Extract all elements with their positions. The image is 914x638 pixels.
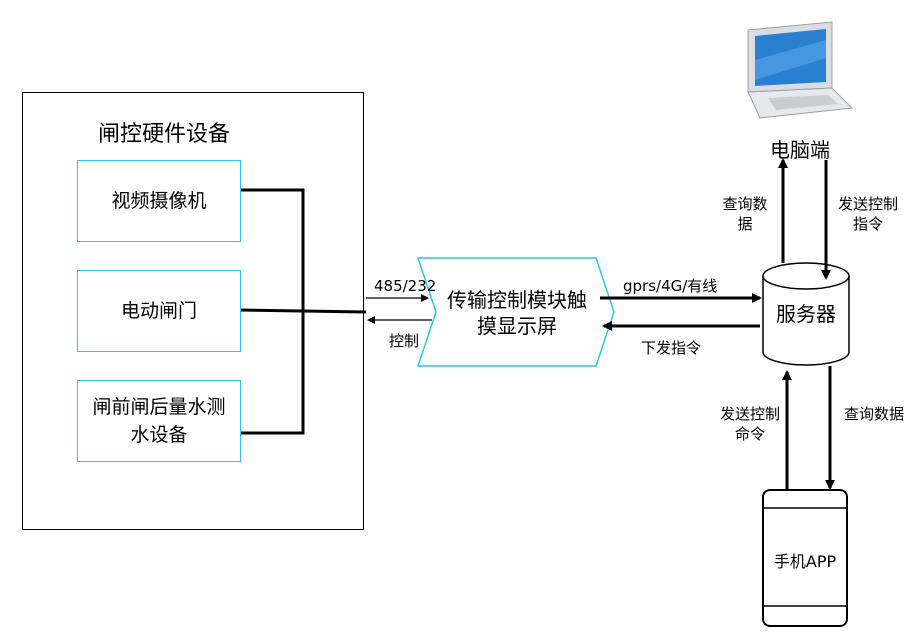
device-label: 视频摄像机 <box>111 190 207 212</box>
device-label: 闸前闸后量水测水设备 <box>92 396 226 446</box>
device-water-measurement: 闸前闸后量水测水设备 <box>77 380 241 462</box>
server-label: 服务器 <box>776 302 836 326</box>
mobile-app-label: 手机APP <box>773 552 837 571</box>
laptop-icon <box>747 21 854 119</box>
edge-label-control: 控制 <box>389 332 420 350</box>
edge-label-send-control-command: 发送控制命令 <box>719 405 780 443</box>
edge-label-gprs: gprs/4G/有线 <box>623 277 718 295</box>
transmission-module-label: 传输控制模块触摸显示屏 <box>447 288 587 338</box>
edge-label-query-data-app: 查询数据 <box>843 405 904 423</box>
edge-label-send-control-instruction: 发送控制指令 <box>837 195 898 233</box>
mobile-phone-shape <box>762 489 848 627</box>
device-electric-gate: 电动闸门 <box>77 270 241 352</box>
pc-label: 电脑端 <box>770 138 830 162</box>
bus-gate <box>240 308 367 314</box>
transmission-module-shape <box>416 257 615 367</box>
device-label: 电动闸门 <box>120 300 197 322</box>
edge-label-send-command: 下发指令 <box>641 339 702 357</box>
hardware-group-box <box>22 92 364 530</box>
hardware-group-title: 闸控硬件设备 <box>98 122 231 147</box>
server-cylinder <box>762 262 850 366</box>
edge-label-query-data-pc: 查询数据 <box>722 195 768 233</box>
device-video-camera: 视频摄像机 <box>77 160 241 242</box>
edge-label-485-232: 485/232 <box>374 277 437 295</box>
